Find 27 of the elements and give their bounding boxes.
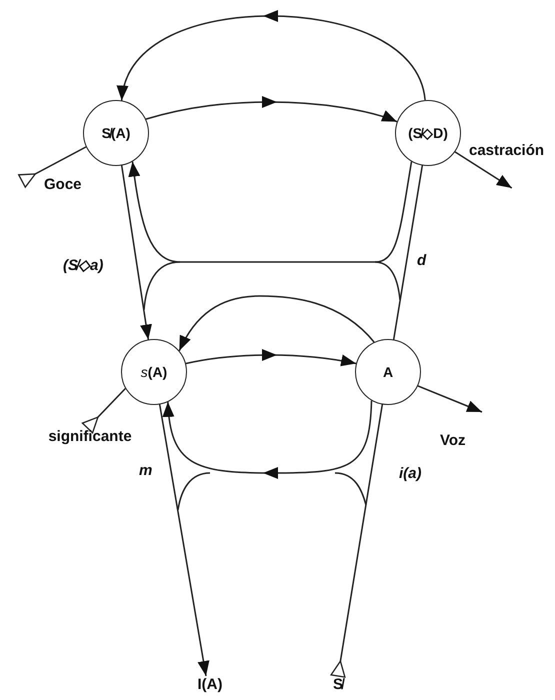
arrow	[82, 388, 126, 434]
node-label: S̸(A)	[102, 124, 130, 142]
arrow	[116, 10, 426, 101]
edge-label: i(a)	[398, 465, 422, 483]
arrow	[418, 385, 482, 413]
arrow	[158, 404, 210, 676]
node-circle	[121, 339, 187, 405]
node-label: A	[382, 363, 394, 381]
node-label: castración	[466, 142, 554, 188]
node-label: I(A)	[190, 676, 230, 698]
node-label: Voz	[440, 412, 490, 450]
arrow	[18, 146, 86, 188]
node-label: Goce	[22, 168, 98, 194]
arrow	[186, 349, 356, 366]
node-label: s(A)	[140, 363, 168, 381]
edge-label: (S̸◇a)	[62, 257, 104, 275]
arrow	[162, 400, 372, 479]
arrow	[454, 151, 512, 189]
arrow	[178, 295, 375, 352]
arrow	[146, 96, 398, 122]
node-label: significante	[28, 428, 152, 448]
arrow	[330, 404, 384, 678]
connector-line	[392, 165, 424, 340]
node-label: S̸	[328, 676, 348, 698]
arrow	[120, 165, 152, 340]
arrow	[128, 161, 412, 263]
node-label: (S̸◇D)	[408, 124, 448, 142]
